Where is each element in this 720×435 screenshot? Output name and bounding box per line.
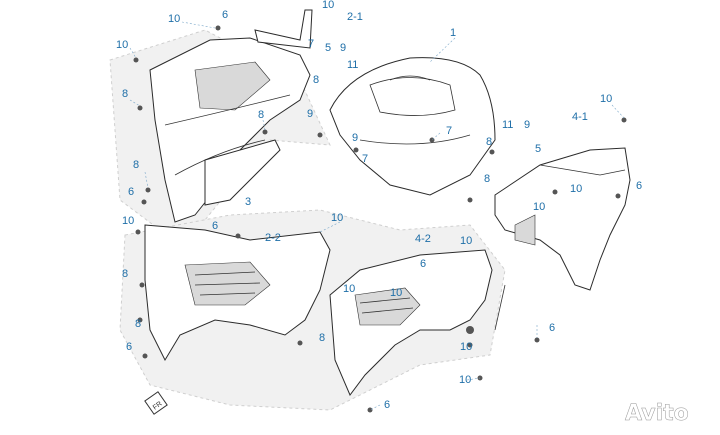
callout-11: 11 [502, 119, 513, 131]
callout-10: 10 [600, 93, 612, 105]
callout-9: 9 [524, 119, 530, 131]
callout-10: 10 [460, 341, 472, 353]
callout-10: 10 [459, 374, 471, 386]
callout-9: 9 [352, 132, 358, 144]
callout-6: 6 [549, 322, 555, 334]
front-direction-marker: FR [144, 391, 168, 415]
callout-8: 8 [135, 318, 141, 330]
callout-5: 5 [535, 143, 541, 155]
callout-8: 8 [133, 159, 139, 171]
right-footrest-panel [329, 249, 493, 396]
rear-mud-flap [204, 139, 281, 206]
callout-6: 6 [126, 341, 132, 353]
callout-7: 7 [308, 38, 314, 50]
callout-4-1: 4-1 [572, 111, 588, 123]
callout-10: 10 [570, 183, 582, 195]
callout-8: 8 [313, 74, 319, 86]
watermark-logo: Avito [625, 401, 689, 426]
callout-10: 10 [331, 212, 343, 224]
callout-6: 6 [420, 258, 426, 270]
front-fender-right [494, 147, 631, 331]
callout-10: 10 [168, 13, 180, 25]
callout-6: 6 [128, 186, 134, 198]
callout-8: 8 [122, 268, 128, 280]
callout-4-2: 4-2 [415, 233, 431, 245]
callout-5: 5 [325, 42, 331, 54]
top-bracket [254, 9, 313, 49]
callout-labels: 6 10 2-1 10 10 1 7 5 9 11 8 9 9 7 7 8 8 … [116, 0, 642, 411]
callout-7: 7 [446, 125, 452, 137]
callout-11: 11 [347, 59, 358, 71]
callout-1: 1 [450, 27, 456, 39]
left-footrest-panel [144, 224, 331, 362]
callout-3: 3 [245, 196, 251, 208]
callout-7: 7 [362, 153, 368, 165]
callout-8: 8 [484, 173, 490, 185]
callout-10: 10 [460, 235, 472, 247]
callout-2-2: 2-2 [265, 232, 281, 244]
fastener-markers [133, 25, 627, 413]
callout-6: 6 [636, 180, 642, 192]
callout-6: 6 [222, 9, 228, 21]
callout-2-1: 2-1 [347, 11, 363, 23]
callout-10: 10 [533, 201, 545, 213]
callout-6: 6 [212, 220, 218, 232]
callout-10: 10 [343, 283, 355, 295]
callout-9: 9 [340, 42, 346, 54]
callout-10: 10 [116, 39, 128, 51]
callout-9: 9 [307, 108, 313, 120]
front-direction-label: FR [152, 401, 164, 412]
callout-8: 8 [319, 332, 325, 344]
callout-10: 10 [122, 215, 134, 227]
callout-10: 10 [322, 0, 334, 11]
callout-8: 8 [258, 109, 264, 121]
callout-10: 10 [390, 287, 402, 299]
fuel-tank-cover [329, 57, 496, 196]
leader-lines [129, 21, 625, 411]
callout-8: 8 [486, 136, 492, 148]
callout-6: 6 [384, 399, 390, 411]
callout-8: 8 [122, 88, 128, 100]
